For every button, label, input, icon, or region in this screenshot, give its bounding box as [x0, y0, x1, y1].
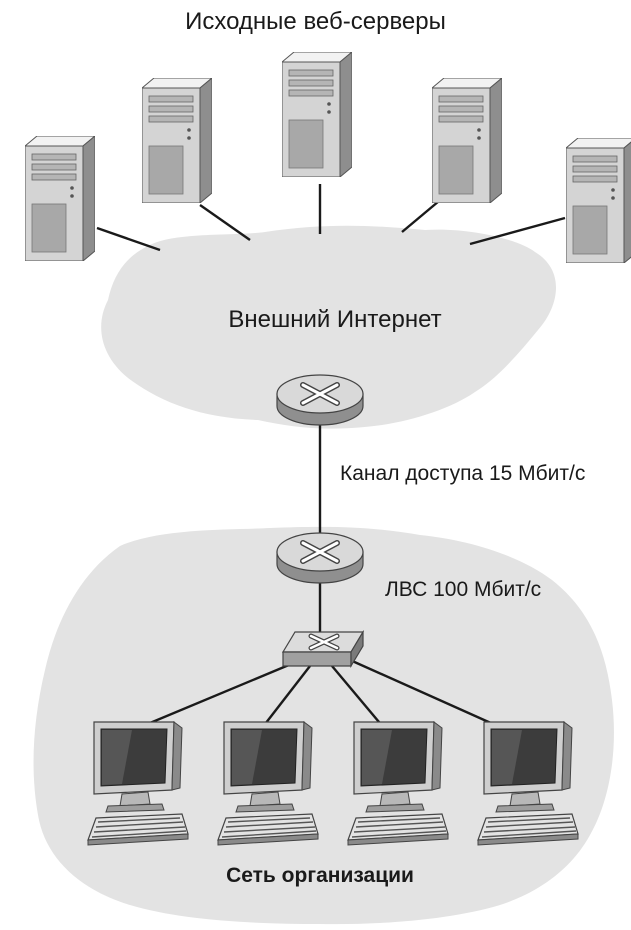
switch-icon [283, 632, 363, 666]
server-tower-icon [25, 136, 95, 261]
desktop-computer-icon [87, 721, 189, 846]
router-icon [277, 533, 363, 583]
link-server-5 [469, 216, 566, 246]
router-icon [277, 375, 363, 425]
lan-label: ЛВС 100 Мбит/с [385, 578, 542, 601]
link-host-2 [261, 665, 311, 729]
external-internet-cloud [101, 225, 557, 429]
server-tower-icon [432, 78, 502, 203]
organization-network-label: Сеть организации [226, 864, 414, 887]
desktop-computer-icon [217, 721, 319, 846]
server-tower-icon [142, 78, 212, 203]
desktop-computer-icon [477, 721, 579, 846]
link-host-3 [331, 665, 385, 729]
external-internet-label: Внешний Интернет [228, 306, 442, 333]
origin-servers-label: Исходные веб-серверы [185, 8, 446, 35]
desktop-computer-icon [347, 721, 449, 846]
server-tower-icon [566, 138, 631, 263]
link-host-1 [137, 660, 297, 730]
link-server-2 [199, 204, 251, 241]
link-host-4 [349, 658, 503, 730]
link-server-1 [96, 226, 161, 252]
server-tower-icon [282, 52, 352, 177]
access-link-label: Канал доступа 15 Мбит/с [340, 462, 586, 485]
